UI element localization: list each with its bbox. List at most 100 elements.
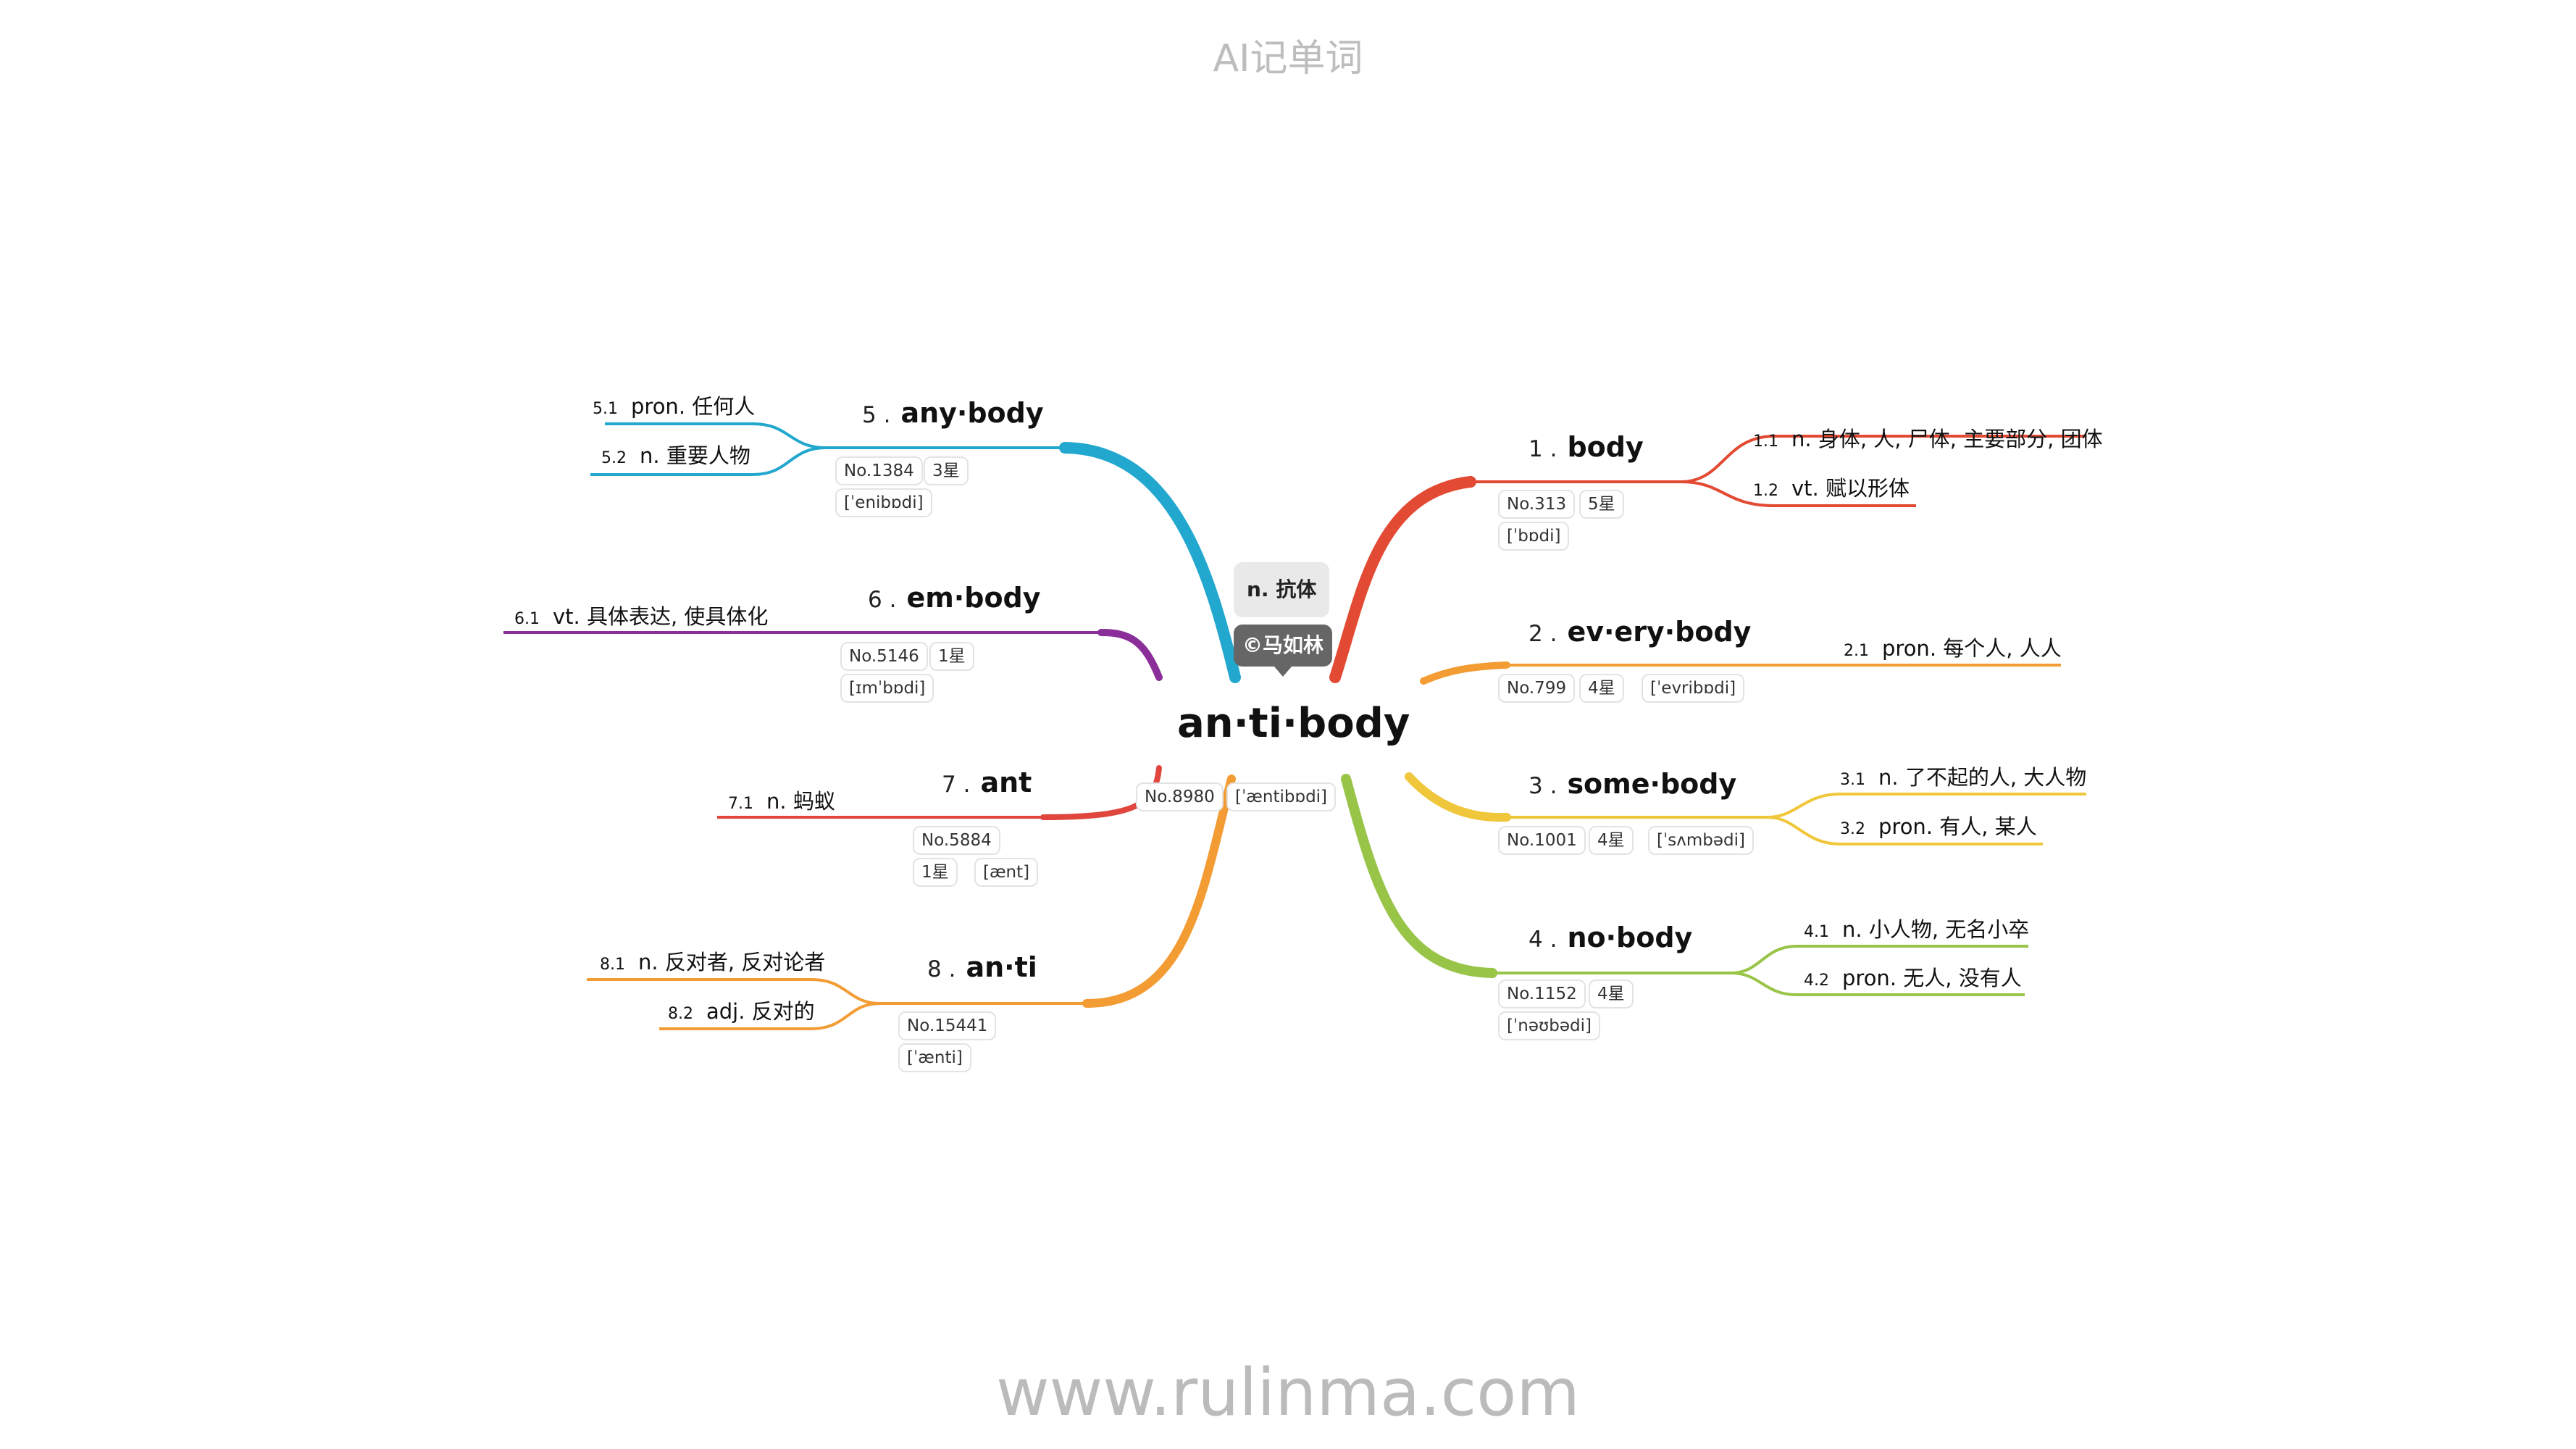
- branch-1-number: 1 .: [1529, 436, 1557, 462]
- sense-2-1-number: 2.1: [1844, 642, 1869, 660]
- sense-5-1-text: pron. 任何人: [631, 394, 756, 419]
- branch-1-word: body: [1567, 431, 1644, 463]
- branch-8-rank: No.15441: [898, 1011, 997, 1040]
- sense-4-1: 4.1 n. 小人物, 无名小卒: [1804, 913, 2029, 943]
- branch-4-stars: 4星: [1589, 980, 1634, 1009]
- branch-2-number: 2 .: [1529, 621, 1557, 647]
- branch-2-word: ev·ery·body: [1567, 616, 1752, 648]
- branch-5-title[interactable]: 5 . any·body: [862, 397, 1044, 429]
- trunk-4: [1341, 774, 1497, 978]
- sense-3-1-text: n. 了不起的人, 大人物: [1878, 765, 2087, 790]
- branch-6-title[interactable]: 6 . em·body: [868, 582, 1041, 614]
- underline-8b: [659, 1002, 881, 1030]
- sense-7-1-number: 7.1: [728, 795, 753, 813]
- sense-3-2: 3.2 pron. 有人, 某人: [1840, 810, 2037, 840]
- branch-7-title[interactable]: 7 . ant: [942, 767, 1032, 798]
- sense-4-2-text: pron. 无人, 没有人: [1842, 966, 2022, 990]
- trunk-8: [1082, 774, 1236, 1008]
- sense-1-1: 1.1 n. 身体, 人, 尸体, 主要部分, 团体: [1753, 422, 2103, 453]
- trunk-3: [1405, 772, 1511, 822]
- author-badge: ©马如林: [1234, 625, 1333, 677]
- trunk-1: [1329, 476, 1476, 683]
- branch-5-rank: No.1384: [835, 456, 923, 485]
- branch-4-number: 4 .: [1529, 927, 1557, 953]
- branch-6-stars: 1星: [929, 642, 974, 671]
- center-phonetic: [ˈæntibɒdi]: [1226, 782, 1337, 811]
- sense-7-1: 7.1 n. 蚂蚁: [728, 785, 835, 815]
- branch-8-title[interactable]: 8 .an·ti: [927, 951, 1037, 983]
- sense-5-2-text: n. 重要人物: [640, 443, 750, 468]
- branch-5-number: 5 .: [862, 402, 891, 428]
- sense-4-2-number: 4.2: [1804, 972, 1829, 990]
- branch-7-word: ant: [980, 767, 1032, 798]
- branch-2-title[interactable]: 2 . ev·ery·body: [1529, 616, 1751, 648]
- branch-2-rank: No.799: [1498, 674, 1576, 703]
- sense-3-1-number: 3.1: [1840, 771, 1865, 789]
- sense-4-1-number: 4.1: [1804, 923, 1829, 941]
- app-title: AI记单词: [1213, 37, 1363, 80]
- branch-4-title[interactable]: 4 . no·body: [1529, 922, 1692, 953]
- branch-4-rank: No.1152: [1498, 980, 1586, 1009]
- sense-6-1-number: 6.1: [514, 610, 540, 628]
- footer-url: www.rulinma.com: [996, 1355, 1580, 1431]
- branch-6-word: em·body: [906, 582, 1041, 614]
- sense-8-2-number: 8.2: [668, 1005, 693, 1023]
- underline-3b: [1767, 816, 2043, 845]
- trunk-2: [1420, 661, 1510, 685]
- branch-3-title[interactable]: 3 . some·body: [1529, 768, 1736, 800]
- branch-6-phonetic: [ɪmˈbɒdi]: [840, 674, 934, 703]
- sense-6-1-text: vt. 具体表达, 使具体化: [553, 604, 769, 629]
- branch-7-phonetic: [ænt]: [974, 858, 1039, 887]
- sense-8-1-text: n. 反对者, 反对论者: [638, 950, 826, 974]
- sense-7-1-text: n. 蚂蚁: [766, 789, 835, 814]
- branch-6-number: 6 .: [868, 587, 897, 613]
- sense-6-1: 6.1 vt. 具体表达, 使具体化: [514, 600, 768, 630]
- sense-4-2: 4.2 pron. 无人, 没有人: [1804, 961, 2022, 992]
- underline-5b: [590, 446, 827, 476]
- sense-8-2-text: adj. 反对的: [706, 999, 815, 1024]
- branch-1-rank: No.313: [1498, 490, 1576, 519]
- sense-1-2-text: vt. 赋以形体: [1791, 476, 1910, 501]
- branch-3-word: some·body: [1567, 768, 1737, 800]
- branch-3-rank: No.1001: [1498, 826, 1586, 855]
- branch-4-word: no·body: [1567, 922, 1693, 953]
- branch-6-rank: No.5146: [840, 642, 928, 671]
- sense-3-2-number: 3.2: [1840, 820, 1865, 838]
- center-rank: No.8980: [1136, 782, 1224, 811]
- sense-1-1-text: n. 身体, 人, 尸体, 主要部分, 团体: [1791, 427, 2103, 451]
- branch-7-rank: No.5884: [913, 826, 1000, 855]
- branch-3-number: 3 .: [1529, 773, 1557, 799]
- sense-5-1-number: 5.1: [593, 400, 618, 418]
- branch-2-stars: 4星: [1579, 674, 1624, 703]
- sense-2-1: 2.1 pron. 每个人, 人人: [1844, 632, 2062, 662]
- sense-1-2-number: 1.2: [1753, 482, 1778, 500]
- branch-8-phonetic: [ˈænti]: [898, 1043, 971, 1072]
- trunk-6: [1097, 629, 1163, 681]
- center-word: an·ti·body: [1177, 700, 1410, 747]
- trunk-7: [1040, 765, 1162, 820]
- branch-1-title[interactable]: 1 . body: [1529, 431, 1644, 463]
- sense-1-1-number: 1.1: [1753, 433, 1778, 451]
- branch-4-phonetic: [ˈnəʊbədi]: [1498, 1011, 1600, 1040]
- branch-2-phonetic: [ˈevribɒdi]: [1642, 674, 1745, 703]
- branch-5-stars: 3星: [924, 456, 969, 485]
- branch-1-phonetic: [ˈbɒdi]: [1498, 522, 1570, 551]
- sense-4-1-text: n. 小人物, 无名小卒: [1842, 917, 2030, 942]
- branch-7-number: 7 .: [942, 772, 971, 798]
- sense-5-2-number: 5.2: [601, 449, 627, 467]
- branch-1-stars: 5星: [1579, 490, 1624, 519]
- sense-5-2: 5.2 n. 重要人物: [601, 439, 750, 469]
- branch-5-word: any·body: [900, 397, 1044, 429]
- sense-2-1-text: pron. 每个人, 人人: [1882, 636, 2062, 661]
- branch-7-stars: 1星: [913, 858, 958, 887]
- sense-8-2: 8.2 adj. 反对的: [668, 995, 815, 1025]
- sense-3-1: 3.1 n. 了不起的人, 大人物: [1840, 761, 2086, 791]
- branch-5-phonetic: [ˈenibɒdi]: [835, 488, 932, 517]
- sense-3-2-text: pron. 有人, 某人: [1878, 814, 2037, 839]
- branch-3-phonetic: [ˈsʌmbədi]: [1648, 826, 1755, 855]
- branch-8-word: an·ti: [966, 951, 1037, 983]
- sense-5-1: 5.1 pron. 任何人: [593, 390, 755, 420]
